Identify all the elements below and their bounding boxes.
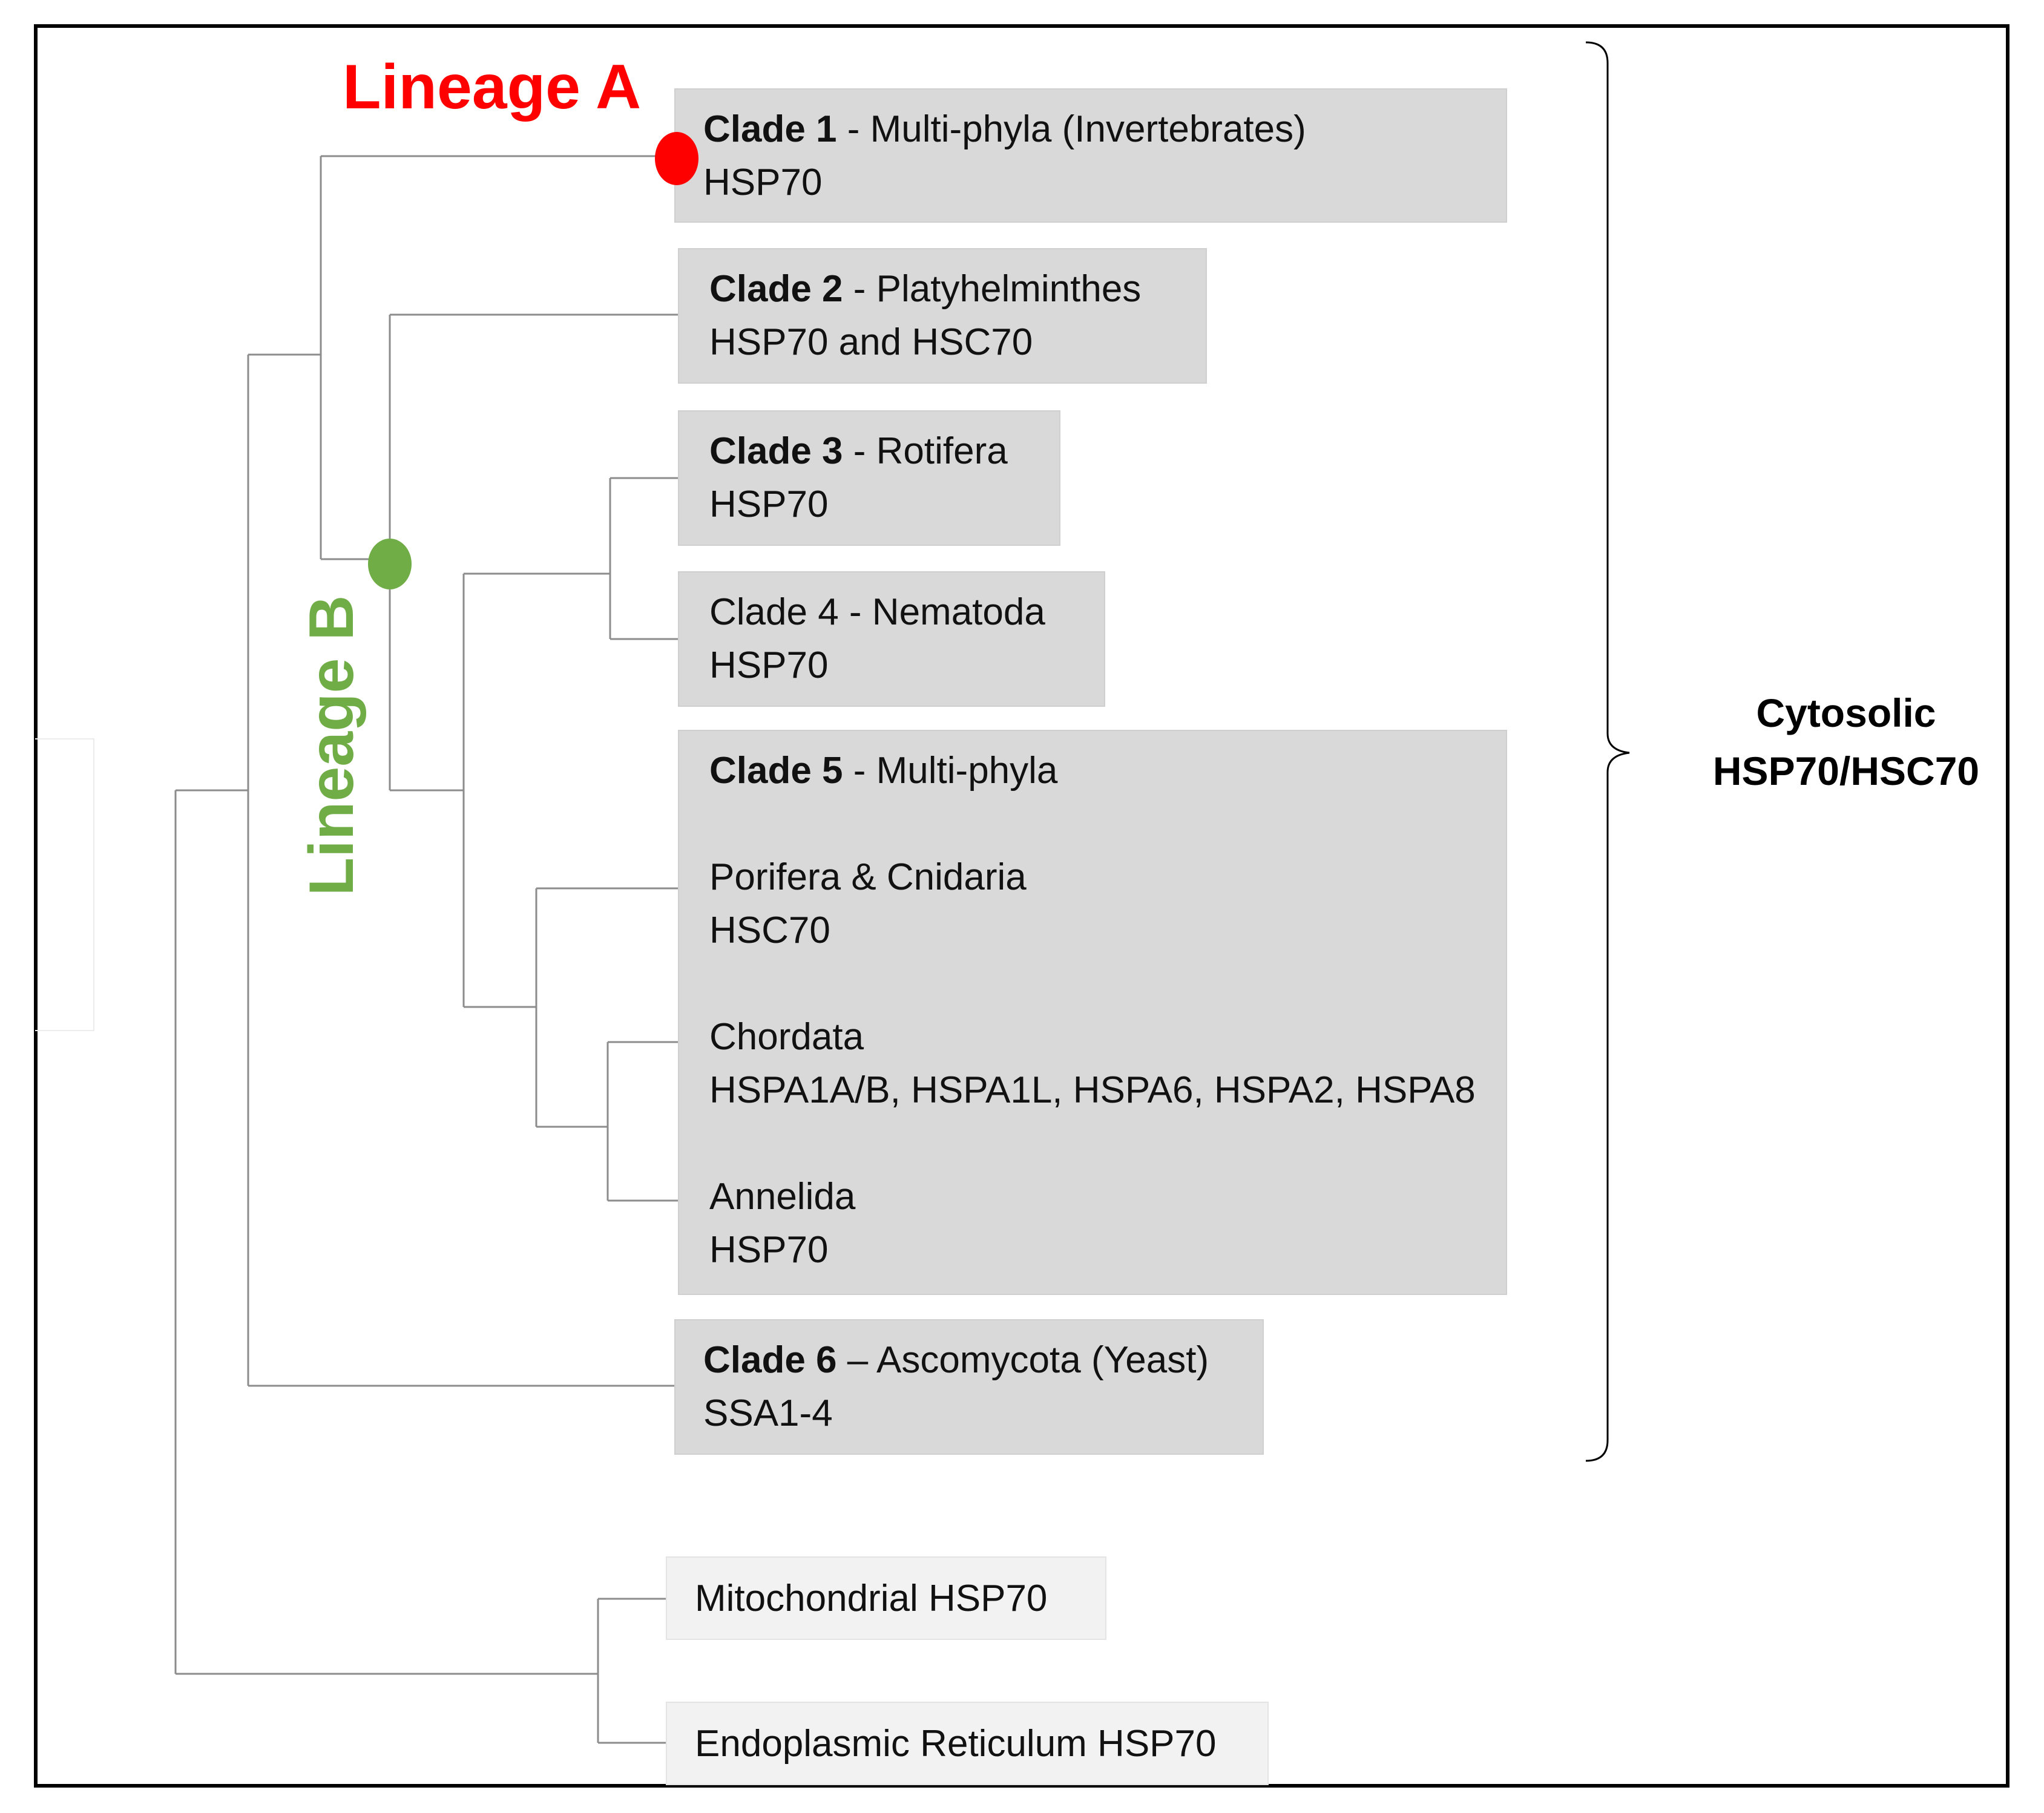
branch-clade5	[535, 887, 678, 1128]
mitochondrial-label: Mitochondrial HSP70	[695, 1578, 1048, 1619]
branch-chordata-annelida	[606, 1041, 678, 1202]
branch-outgroups	[597, 1598, 666, 1744]
clade-5-group-annelida: Annelida	[709, 1176, 856, 1218]
clade-4-title: Clade 4 - Nematoda	[709, 586, 1104, 639]
clade-5-group-chordata-proteins: HSPA1A/B, HSPA1L, HSPA6, HSPA2, HSPA8	[709, 1069, 1476, 1111]
lineage-a-label: Lineage A	[343, 52, 642, 122]
faint-side-box	[35, 738, 94, 1031]
cytosolic-bracket	[1585, 41, 1630, 1462]
clade-1-taxa: - Multi-phyla (Invertebrates)	[836, 108, 1306, 150]
clade-2-title: Clade 2 - Platyhelminthes	[709, 263, 1206, 316]
clade-1-name: Clade 1	[703, 108, 837, 150]
clade-2-taxa: - Platyhelminthes	[843, 268, 1142, 310]
clade-5-group-chordata: Chordata	[709, 1016, 864, 1058]
cytosolic-label-line1: Cytosolic	[1756, 690, 1936, 735]
clade-6-title: Clade 6 – Ascomycota (Yeast)	[703, 1334, 1263, 1387]
clade-2-proteins: HSP70 and HSC70	[709, 321, 1033, 363]
clade-3-title: Clade 3 - Rotifera	[709, 425, 1059, 478]
clade-5-box: Clade 5 - Multi-phyla Porifera & Cnidari…	[678, 730, 1507, 1295]
branch-root	[174, 789, 598, 1675]
clade-6-name: Clade 6	[703, 1339, 837, 1381]
clade-6-box: Clade 6 – Ascomycota (Yeast) SSA1-4	[674, 1319, 1264, 1455]
mitochondrial-box: Mitochondrial HSP70	[666, 1556, 1106, 1640]
clade-5-group-annelida-proteins: HSP70	[709, 1229, 829, 1271]
clade-5-title: Clade 5 - Multi-phyla	[709, 744, 1506, 798]
figure-frame	[34, 24, 2009, 1788]
clade-5-taxa: - Multi-phyla	[843, 750, 1058, 792]
clade-2-name: Clade 2	[709, 268, 843, 310]
clade-4-proteins: HSP70	[709, 644, 829, 686]
branch-cytosolic	[247, 353, 674, 1387]
clade-1-proteins: HSP70	[703, 162, 823, 203]
lineage-a-node	[655, 132, 698, 185]
clade-2-box: Clade 2 - Platyhelminthes HSP70 and HSC7…	[678, 248, 1207, 384]
clade-1-box: Clade 1 - Multi-phyla (Invertebrates) HS…	[674, 88, 1507, 223]
clade-3-name: Clade 3	[709, 430, 843, 472]
branch-clade3-4-5	[462, 572, 610, 1008]
er-label: Endoplasmic Reticulum HSP70	[695, 1723, 1217, 1765]
cytosolic-label: Cytosolic HSP70/HSC70	[1671, 684, 2022, 800]
er-box: Endoplasmic Reticulum HSP70	[666, 1702, 1269, 1785]
clade-3-taxa: - Rotifera	[843, 430, 1008, 472]
clade-5-group-porifera-cnidaria: Porifera & Cnidaria	[709, 856, 1027, 898]
clade-1-title: Clade 1 - Multi-phyla (Invertebrates)	[703, 103, 1506, 156]
clade-6-taxa: – Ascomycota (Yeast)	[836, 1339, 1209, 1381]
clade-4-box: Clade 4 - Nematoda HSP70	[678, 571, 1105, 707]
clade-6-proteins: SSA1-4	[703, 1392, 833, 1434]
clade-5-name: Clade 5	[709, 750, 843, 792]
branch-clade3-4	[609, 477, 678, 640]
lineage-b-label: Lineage B	[297, 595, 367, 896]
branch-lineage-a-b	[320, 155, 674, 560]
clade-5-group-porifera-cnidaria-proteins: HSC70	[709, 910, 830, 951]
branch-lineage-b	[389, 313, 678, 792]
lineage-b-node	[368, 539, 412, 589]
clade-3-proteins: HSP70	[709, 484, 829, 525]
cytosolic-label-line2: HSP70/HSC70	[1712, 749, 1980, 793]
clade-3-box: Clade 3 - Rotifera HSP70	[678, 410, 1060, 546]
clade-4-taxa: Clade 4 - Nematoda	[709, 591, 1045, 633]
